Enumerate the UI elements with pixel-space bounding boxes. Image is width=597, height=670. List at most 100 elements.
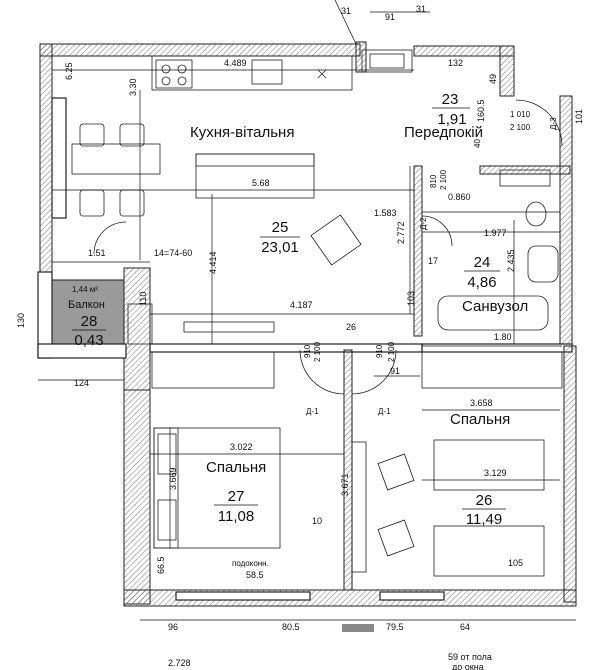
door-tag-d2: Д-2 xyxy=(419,217,428,230)
doors xyxy=(93,99,563,395)
room-name-balcony: Балкон xyxy=(68,299,105,311)
armchair xyxy=(310,214,362,266)
burner-icon xyxy=(161,76,171,86)
dim-label: 105 xyxy=(508,558,523,568)
room-area-hall: 1,91 xyxy=(437,111,466,128)
room-area-bedroom-right: 11,49 xyxy=(466,511,502,528)
dim-label: 2.435 xyxy=(506,249,516,272)
bed-single xyxy=(433,439,545,491)
door-tag-d3: Д-3 xyxy=(549,117,558,130)
door-swing-d1a xyxy=(299,349,345,395)
balcony-bottom-wall xyxy=(37,343,127,359)
bed-headboard xyxy=(153,427,179,549)
wall-right xyxy=(559,95,573,347)
dim-label: 132 xyxy=(448,58,463,68)
dim-label: 2 100 xyxy=(439,169,448,190)
room-number-bath: 24 xyxy=(474,254,491,271)
room-labels: Кухня-вітальня 25 23,01 23 1,91 Передпок… xyxy=(68,91,528,528)
washing-machine xyxy=(361,49,413,73)
wall-bedroom-partition xyxy=(343,349,353,591)
dim-label: 3.129 xyxy=(484,468,507,478)
desk-chair xyxy=(377,453,415,491)
chair xyxy=(79,189,105,217)
dim-label: 80.5 xyxy=(282,622,300,632)
chair xyxy=(119,189,145,217)
wardrobe xyxy=(151,351,275,389)
footer-note-line2: до окна xyxy=(452,662,484,670)
radiator-marker xyxy=(342,624,374,632)
dim-label: 124 xyxy=(74,378,89,388)
dim-label: 26 xyxy=(346,322,356,332)
dim-label: 49 xyxy=(488,74,498,84)
desk xyxy=(351,441,367,573)
dim-label: 3.671 xyxy=(340,473,350,496)
wall-left-lower xyxy=(123,389,151,605)
dim-label: 3.658 xyxy=(470,398,493,408)
wall-left-upper xyxy=(39,43,53,275)
room-name-kitchen: Кухня-вітальня xyxy=(190,124,294,141)
dim-label: 3.30 xyxy=(128,78,138,96)
room-area-bedroom-left: 11,08 xyxy=(218,508,254,525)
dim-label: 110 xyxy=(138,292,148,306)
dim-label: 31 xyxy=(341,6,351,16)
washbasin xyxy=(527,245,559,283)
dim-label: 4.187 xyxy=(290,300,313,310)
tv-unit xyxy=(183,321,275,333)
footer: 2.728 59 от пола до окна xyxy=(168,652,492,670)
kitchen-counter xyxy=(151,55,353,91)
burner-icon xyxy=(161,64,171,74)
burner-icon xyxy=(177,64,187,74)
balcony-gross-area: 1,44 м² xyxy=(72,285,98,294)
dim-label: 3.669 xyxy=(168,467,178,490)
chair xyxy=(119,123,145,147)
dim-label: 66.5 xyxy=(156,556,166,574)
window-bottom-left xyxy=(175,591,311,601)
cooktop xyxy=(155,59,193,89)
wall-top-right xyxy=(413,45,515,57)
wall-top-pillar xyxy=(355,41,367,73)
pillow xyxy=(157,499,177,541)
wall-right-lower xyxy=(563,345,577,603)
dim-label: 14=74-60 xyxy=(154,248,192,258)
dimension-labels: 31 91 31 6.25 3.30 4.489 132 49 160.5 1 … xyxy=(16,4,584,632)
room-number-kitchen: 25 xyxy=(272,219,289,236)
wardrobe xyxy=(421,351,563,389)
dim-label: 101 xyxy=(574,109,584,124)
dim-label: 0.860 xyxy=(448,192,471,202)
toilet xyxy=(525,201,547,227)
dim-label: 3.022 xyxy=(230,442,253,452)
washing-machine-door xyxy=(369,53,405,69)
bathtub-vanity xyxy=(499,169,551,187)
dim-label: 79.5 xyxy=(386,622,404,632)
door-swing-d1b xyxy=(351,349,397,395)
desk-chair xyxy=(377,519,415,557)
dim-label: 6.25 xyxy=(64,62,74,80)
footer-dimension: 2.728 xyxy=(168,658,191,668)
bathtub xyxy=(437,295,549,331)
dim-label: 64 xyxy=(460,622,470,632)
dim-label: 103 xyxy=(406,291,416,306)
dim-label: 1.977 xyxy=(484,228,507,238)
wall-bath-bottom xyxy=(421,343,573,353)
wall-right-upper xyxy=(499,45,515,97)
bed-single xyxy=(433,525,545,577)
cross-mark xyxy=(317,69,327,79)
sink xyxy=(251,59,283,85)
room-area-bath: 4,86 xyxy=(467,274,496,291)
room-name-hall: Передпокій xyxy=(404,124,483,141)
balcony-door-frame xyxy=(127,303,153,345)
room-number-bedroom-right: 26 xyxy=(476,492,493,509)
chair xyxy=(79,123,105,147)
window-left xyxy=(51,97,67,219)
burner-icon xyxy=(177,76,187,86)
dim-label: 910 xyxy=(375,344,384,358)
dim-label: 2 100 xyxy=(387,341,396,362)
sofa-back xyxy=(195,153,315,167)
furniture xyxy=(71,49,563,577)
dim-label: 2 100 xyxy=(510,123,531,132)
room-name-bedroom-right: Спальня xyxy=(450,411,510,428)
dim-label: 1.51 xyxy=(88,248,106,258)
dim-label: 810 xyxy=(429,174,438,188)
door-tag-d1: Д-1 xyxy=(378,407,391,416)
